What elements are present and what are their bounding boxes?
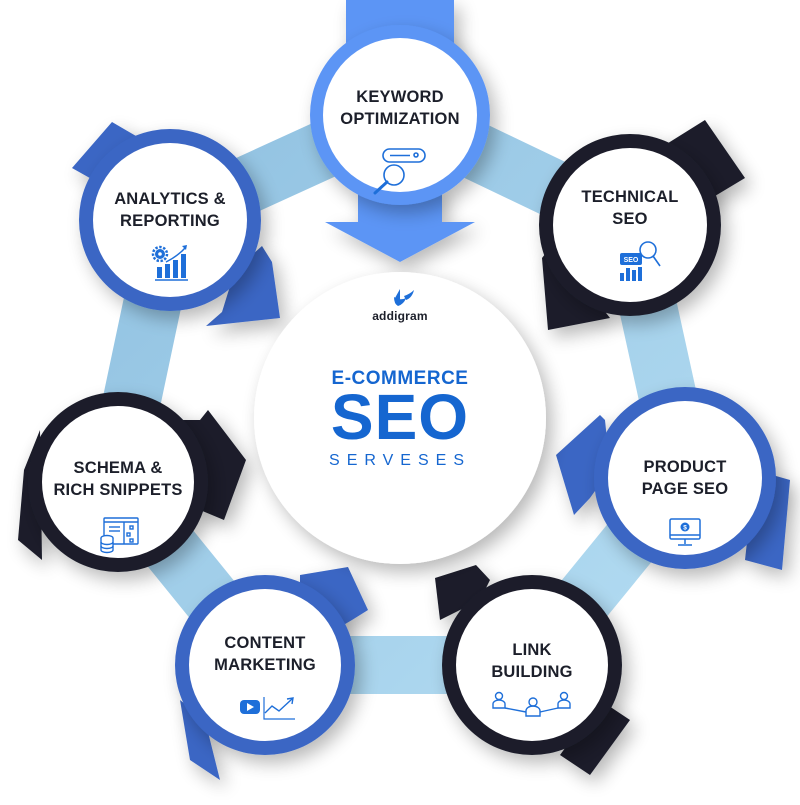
video-trend-icon: [240, 697, 295, 720]
node-label-line1: LINK: [512, 641, 552, 659]
keyword-node-ring: [310, 25, 490, 205]
product-node-ring: [594, 387, 776, 569]
node-label-line2: SEO: [612, 210, 648, 228]
node-keyword-optimization: KEYWORD OPTIMIZATION: [320, 86, 480, 130]
node-label-line2: RICH SNIPPETS: [53, 481, 183, 499]
svg-text:SEO: SEO: [624, 257, 639, 264]
analytics-node-ring: [79, 129, 261, 311]
node-technical-seo: TECHNICAL SEO: [555, 186, 705, 230]
node-label-line1: PRODUCT: [643, 458, 727, 476]
node-label-line1: KEYWORD: [356, 88, 444, 106]
node-label-line1: ANALYTICS &: [114, 190, 226, 208]
seo-chart-magnifier-icon: SEO: [620, 241, 661, 281]
center-title-top: E-COMMERCE: [331, 368, 469, 389]
center-title-sub: SERVESES: [329, 452, 471, 469]
network-users-icon: [492, 691, 571, 717]
bird-logo-icon: [394, 289, 414, 306]
node-label-line1: SCHEMA &: [73, 459, 163, 477]
link-building-arrow: [435, 565, 630, 775]
gear-growth-chart-icon: [151, 245, 188, 281]
node-content-marketing: CONTENT MARKETING: [190, 632, 340, 676]
database-sitemap-icon: [100, 517, 139, 554]
center-circle: [254, 272, 546, 564]
node-schema-rich-snippets: SCHEMA & RICH SNIPPETS: [38, 457, 198, 501]
technical-node-ring: [539, 134, 721, 316]
node-link-building: LINK BUILDING: [457, 639, 607, 683]
node-product-page-seo: PRODUCT PAGE SEO: [610, 456, 760, 500]
node-label-line2: OPTIMIZATION: [340, 110, 460, 128]
content-node-ring: [175, 575, 355, 755]
schema-node-ring: [28, 392, 208, 572]
search-magnifier-icon: [373, 148, 426, 195]
content-marketing-arrow: [180, 567, 368, 780]
node-label-line2: BUILDING: [491, 663, 573, 681]
node-analytics-reporting: ANALYTICS & REPORTING: [90, 188, 250, 232]
brand-name: addigram: [372, 309, 428, 323]
center-title-main: SEO: [330, 381, 470, 453]
monitor-dollar-icon: $: [669, 518, 701, 546]
node-label-line2: MARKETING: [214, 656, 316, 674]
node-label-line1: CONTENT: [224, 634, 306, 652]
node-label-line2: REPORTING: [120, 212, 220, 230]
node-label-line1: TECHNICAL: [581, 188, 679, 206]
node-label-line2: PAGE SEO: [641, 480, 729, 498]
svg-text:$: $: [683, 525, 687, 532]
